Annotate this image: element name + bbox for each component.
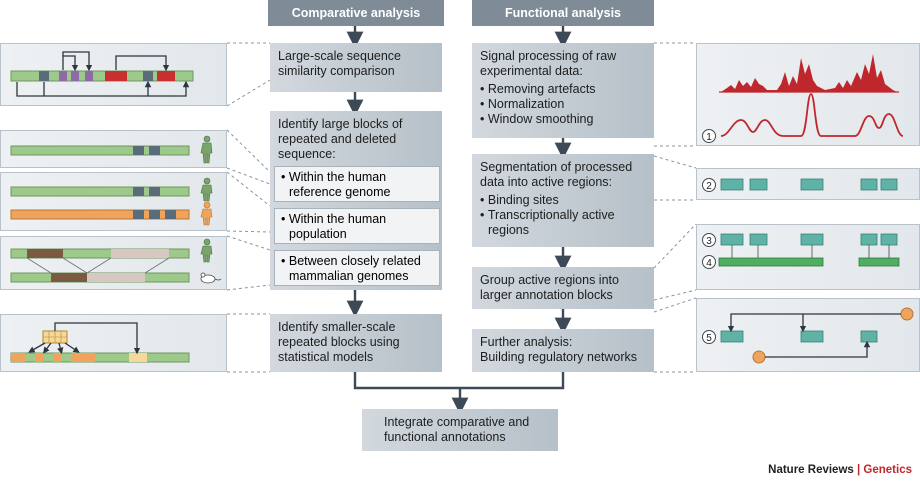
panel-segmentation: 2	[696, 168, 920, 200]
segmentation-list: Binding sites Transcriptionally active	[480, 193, 646, 223]
panel-mammalian-genomes	[0, 236, 227, 290]
step-segmentation: Segmentation of processed data into acti…	[472, 154, 654, 247]
panel-regulatory-network: 5	[696, 298, 920, 372]
step-similarity-comparison: Large-scale sequence similarity comparis…	[270, 43, 442, 92]
human-figure-icon	[200, 177, 213, 202]
panel-human-population	[0, 172, 227, 231]
step-signal-processing: Signal processing of raw experimental da…	[472, 43, 654, 138]
human-figure-icon	[200, 238, 213, 263]
item-mammalian-genomes: • Between closely related mammalian geno…	[274, 250, 440, 286]
step-group-regions: Group active regions into larger annotat…	[472, 267, 654, 309]
merge-line	[353, 372, 565, 390]
panel-similarity	[0, 43, 227, 106]
panel-number-2: 2	[706, 181, 712, 192]
step-smaller-blocks: Identify smaller-scale repeated blocks u…	[270, 314, 442, 372]
panel-annotation-blocks: 3 4	[696, 224, 920, 290]
mouse-icon	[200, 272, 222, 284]
item-reference-genome: • Within the human reference genome	[274, 166, 440, 202]
panel-signal-processing: 1	[696, 43, 920, 146]
panel-smaller-blocks	[0, 314, 227, 372]
human-figure-icon	[200, 135, 213, 164]
panel-reference-genome	[0, 130, 227, 168]
human-figure-icon	[200, 201, 213, 226]
panel-number-4: 4	[706, 258, 712, 269]
item-human-population: • Within the human population	[274, 208, 440, 244]
step-further-analysis: Further analysis: Building regulatory ne…	[472, 329, 654, 372]
header-comparative: Comparative analysis	[268, 0, 444, 26]
panel-number-5: 5	[706, 333, 712, 344]
journal-credit: Nature Reviews | Genetics	[768, 464, 912, 476]
panel-number-3: 3	[706, 236, 712, 247]
panel-number-1: 1	[706, 132, 712, 143]
step-integrate: Integrate comparative and functional ann…	[362, 409, 558, 451]
signal-processing-list: Removing artefacts Normalization Window …	[480, 82, 646, 127]
header-functional: Functional analysis	[472, 0, 654, 26]
